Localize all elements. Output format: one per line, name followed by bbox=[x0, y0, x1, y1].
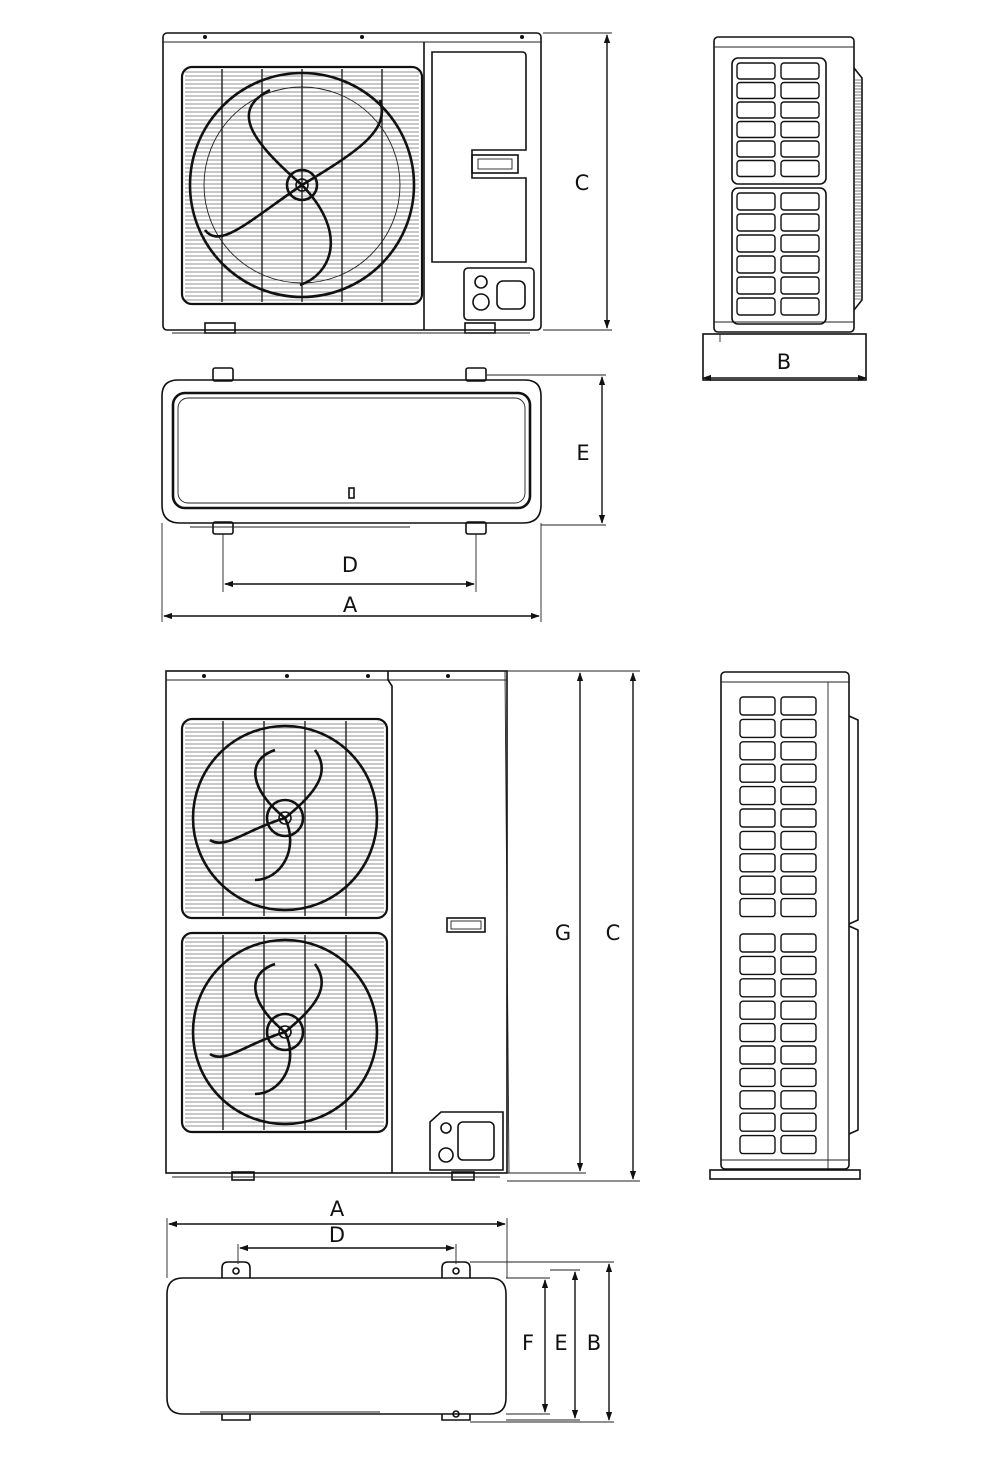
dimension-label-a2: A bbox=[330, 1197, 345, 1221]
dimension-a-unit2: A bbox=[166, 1197, 508, 1278]
dimension-label-c: C bbox=[575, 171, 590, 195]
unit1-top-view bbox=[161, 367, 542, 535]
dimension-c-unit1: C bbox=[543, 32, 612, 331]
dimension-label-b: B bbox=[777, 350, 791, 374]
dimension-a-unit1: A bbox=[161, 523, 542, 622]
unit2-lower-fan-grille bbox=[180, 931, 389, 1134]
unit2-service-panel bbox=[429, 1111, 504, 1171]
unit1-service-panel bbox=[431, 51, 535, 321]
dimension-label-a: A bbox=[343, 593, 358, 617]
dimension-label-d: D bbox=[342, 553, 358, 577]
dimension-label-b2: B bbox=[587, 1331, 601, 1355]
unit2-top-view bbox=[166, 1261, 507, 1421]
unit2-side-view bbox=[709, 671, 861, 1180]
unit1-side-view bbox=[702, 36, 867, 381]
dimension-label-e: E bbox=[576, 441, 589, 465]
dimension-b-unit1: B bbox=[702, 350, 867, 382]
dimension-d-unit1: D bbox=[222, 534, 477, 592]
dimension-label-c2: C bbox=[606, 921, 621, 945]
unit2-front-view bbox=[165, 670, 510, 1181]
dimension-g-unit2: G bbox=[507, 670, 586, 1174]
unit2-upper-fan-grille bbox=[180, 717, 389, 920]
dimension-label-g: G bbox=[555, 921, 571, 945]
dimension-b-unit2: B bbox=[470, 1261, 614, 1423]
dimension-d-unit2: D bbox=[237, 1223, 457, 1264]
dimension-e-unit2: E bbox=[506, 1269, 580, 1421]
dimension-e-unit1: E bbox=[487, 374, 606, 526]
dimension-f-unit2: F bbox=[506, 1277, 550, 1415]
dimension-c-unit2: C bbox=[507, 670, 640, 1182]
dimension-label-e2: E bbox=[554, 1331, 567, 1355]
unit1-front-view bbox=[162, 32, 542, 334]
dimension-label-f: F bbox=[522, 1331, 534, 1355]
unit1-fan-grille bbox=[180, 65, 424, 306]
dimension-label-d2: D bbox=[329, 1223, 345, 1247]
